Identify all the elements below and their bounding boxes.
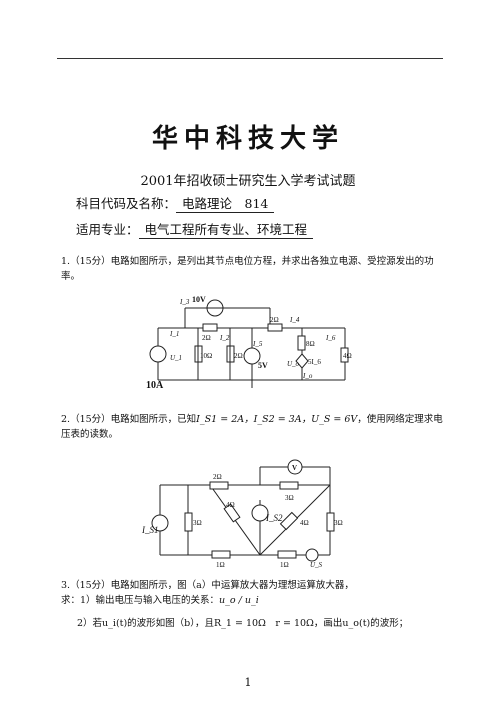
q2-suffix: ，使用网络定理求电压表的读数。 bbox=[61, 414, 443, 440]
f2-3ohm-b: 3Ω bbox=[285, 494, 294, 502]
page-number: 1 bbox=[244, 676, 252, 689]
label-2ohm-b: 2Ω bbox=[270, 316, 279, 324]
label-5i6: 5I_6 bbox=[308, 358, 321, 366]
f2-1ohm-b: 1Ω bbox=[280, 561, 289, 569]
q2-given: I_S1 = 2A，I_S2 = 3A，U_S = 6V bbox=[196, 414, 358, 425]
f2-3ohm-a: 3Ω bbox=[193, 519, 202, 527]
label-i4: I_4 bbox=[289, 316, 300, 324]
label-u1: U_1 bbox=[170, 354, 182, 362]
university-title: 华中科技大学 bbox=[151, 124, 344, 154]
label-8ohm: 8Ω bbox=[306, 340, 315, 348]
exam-title: 2001年招收硕士研究生入学考试试题 bbox=[140, 174, 356, 189]
f2-us: U_S bbox=[310, 561, 323, 569]
header-rule bbox=[57, 58, 443, 59]
f2-voltmeter-v: V bbox=[292, 464, 297, 472]
f2-1ohm-a: 1Ω bbox=[216, 561, 225, 569]
label-10a: 10A bbox=[146, 380, 164, 391]
label-io: I_o bbox=[302, 372, 313, 380]
f2-4ohm-b: 4Ω bbox=[300, 519, 309, 527]
q3-line1: 3.（15分）电路如图所示，图（a）中运算放大器为理想运算放大器， bbox=[61, 580, 354, 591]
f2-3ohm-c: 3Ω bbox=[334, 519, 343, 527]
q3-line2: 求：1）输出电压与输入电压的关系：u_o / u_i bbox=[61, 595, 259, 606]
f2-2ohm: 2Ω bbox=[213, 473, 222, 481]
label-10ohm: 10Ω bbox=[200, 352, 212, 360]
label-i6: I_6 bbox=[325, 334, 336, 342]
subject-line: 科目代码及名称：电路理论 814 bbox=[76, 193, 275, 213]
major-line: 适用专业：电气工程所有专业、环境工程 bbox=[76, 219, 314, 239]
question-3: 3.（15分）电路如图所示，图（a）中运算放大器为理想运算放大器， 求：1）输出… bbox=[61, 578, 445, 631]
label-i5: I_5 bbox=[252, 340, 263, 348]
label-2ohm-c: 2Ω bbox=[234, 352, 243, 360]
label-i1: I_1 bbox=[169, 330, 179, 338]
subject-value: 电路理论 814 bbox=[176, 193, 275, 213]
label-i2: I_2 bbox=[219, 334, 230, 342]
f2-is1: I_S1 bbox=[141, 525, 159, 535]
label-10v: 10V bbox=[192, 295, 206, 304]
f2-4ohm-a: 4Ω bbox=[226, 501, 235, 509]
q3-ratio: u_o / u_i bbox=[219, 595, 259, 606]
major-value: 电气工程所有专业、环境工程 bbox=[138, 219, 314, 239]
label-uo: U_o bbox=[287, 360, 300, 368]
question-2: 2.（15分）电路如图所示，已知I_S1 = 2A，I_S2 = 3A，U_S … bbox=[61, 412, 445, 442]
circuit-figure-2: 2Ω 4Ω 3Ω V 3Ω I_S2 4Ω 3Ω I_S1 1Ω 1Ω U_S bbox=[141, 459, 343, 569]
major-label: 适用专业： bbox=[76, 222, 139, 237]
label-5v: 5V bbox=[258, 361, 268, 370]
q2-prefix: 2.（15分）电路如图所示，已知 bbox=[61, 414, 197, 425]
q3-line3: 2）若u_i(t)的波形如图（b），且R_1 = 10Ω r = 10Ω，画出u… bbox=[77, 618, 409, 629]
circuit-figure-1: 10V I_3 I_1 I_2 2Ω I_4 2Ω I_5 I_6 8Ω 5I_… bbox=[146, 295, 352, 391]
question-1: 1.（15分）电路如图所示，是列出其节点电位方程，并求出各独立电源、受控源发出的… bbox=[61, 256, 434, 282]
label-i3: I_3 bbox=[179, 298, 190, 306]
label-2ohm-a: 2Ω bbox=[202, 334, 211, 342]
label-4ohm: 4Ω bbox=[343, 352, 352, 360]
subject-label: 科目代码及名称： bbox=[76, 196, 177, 211]
f2-is2: I_S2 bbox=[265, 513, 283, 523]
